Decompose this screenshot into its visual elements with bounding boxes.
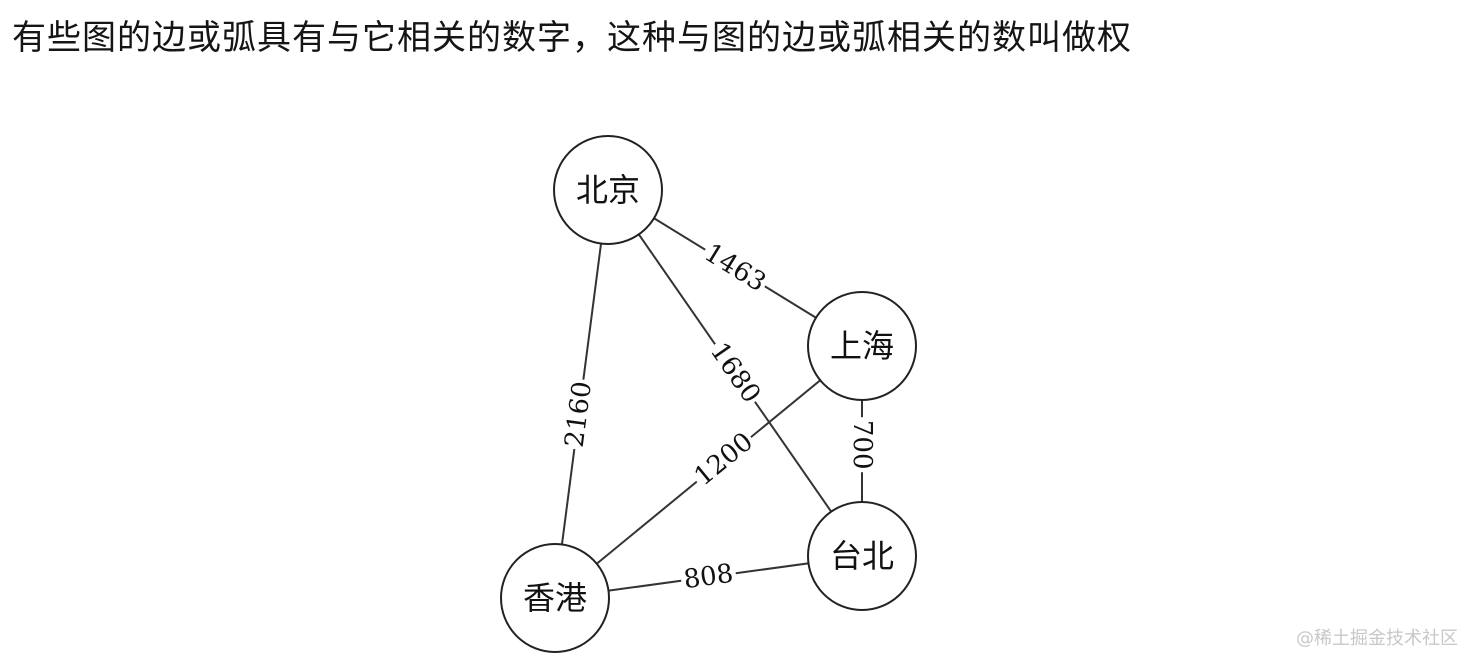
node-label: 台北 — [830, 537, 894, 575]
edge-weight-label: 808 — [682, 559, 735, 595]
edge-weight-beijing-shanghai: 1463 — [697, 236, 773, 300]
edge-weight-background — [702, 335, 768, 411]
edge-weight-background — [847, 417, 877, 473]
node-taipei: 台北 — [807, 501, 917, 611]
edge-weight-beijing-taipei: 1680 — [702, 335, 768, 411]
watermark: @稀土掘金技术社区 — [1296, 628, 1458, 649]
edge-weight-label: 700 — [847, 420, 877, 470]
page-heading: 有些图的边或弧具有与它相关的数字，这种与图的边或弧相关的数叫做权 — [12, 18, 1132, 58]
node-hongkong: 香港 — [500, 543, 610, 653]
node-circle — [807, 501, 917, 611]
edge-weight-label: 1463 — [699, 238, 771, 298]
node-beijing: 北京 — [553, 135, 663, 245]
node-shanghai: 上海 — [807, 291, 917, 401]
node-label: 香港 — [523, 579, 587, 617]
edge-weight-background — [679, 558, 738, 596]
edge-weight-background — [559, 377, 599, 452]
edge-weight-shanghai-taipei: 700 — [847, 417, 877, 473]
node-circle — [807, 291, 917, 401]
node-label: 北京 — [576, 171, 640, 209]
node-circle — [500, 543, 610, 653]
node-label: 上海 — [830, 327, 894, 365]
edge-weight-label: 2160 — [560, 380, 598, 449]
edge-weight-shanghai-hongkong: 1200 — [687, 425, 761, 494]
edge-weight-hongkong-taipei: 808 — [679, 558, 738, 596]
edge-weight-background — [697, 236, 773, 300]
edge-weight-beijing-hongkong: 2160 — [559, 377, 599, 452]
node-circle — [553, 135, 663, 245]
edge-weight-label: 1680 — [704, 337, 766, 408]
edge-weight-background — [687, 425, 761, 494]
